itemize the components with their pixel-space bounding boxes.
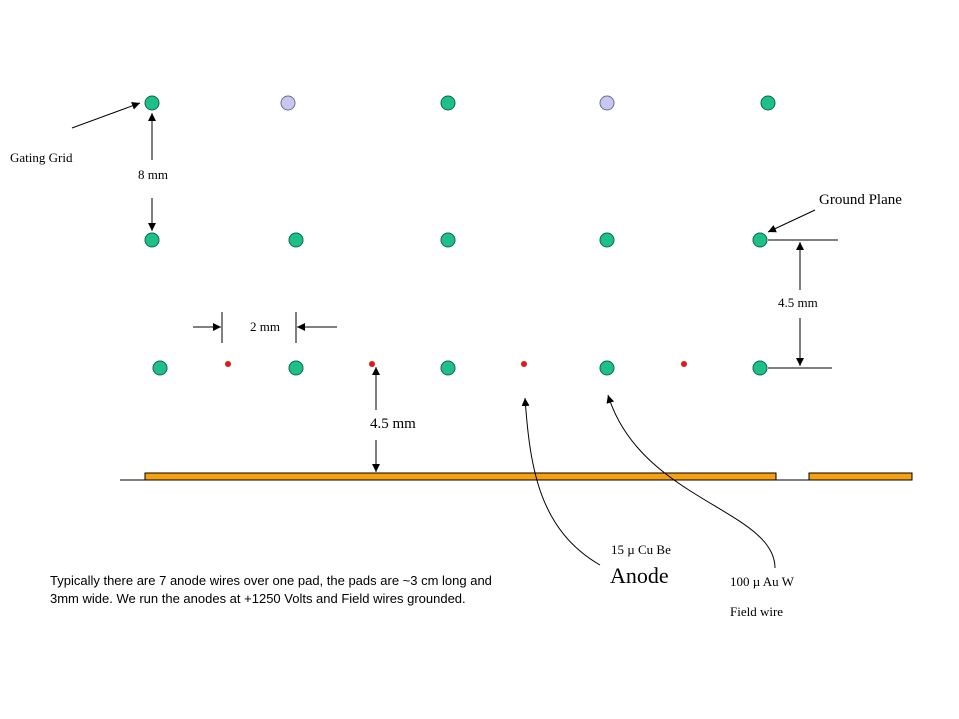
anode-wire [369, 361, 375, 367]
ground-plane-row [144, 232, 768, 248]
ground-wire [288, 232, 304, 248]
description-note: Typically there are 7 anode wires over o… [50, 572, 492, 608]
spacing-2mm-label: 2 mm [250, 319, 280, 334]
ground-wire [752, 232, 768, 248]
note-line-1: Typically there are 7 anode wires over o… [50, 573, 492, 588]
gating-wire [760, 95, 776, 111]
gating-grid-label: Gating Grid [10, 150, 73, 165]
spacing-45mm-right-label: 4.5 mm [778, 295, 818, 310]
spacing-45mm-center-label: 4.5 mm [370, 416, 416, 432]
field-wire-leader-curve [606, 394, 776, 569]
anode-field-row [152, 360, 768, 376]
anode-spec-label: 15 µ Cu Be [611, 542, 671, 557]
anode-label: Anode [610, 563, 669, 588]
field-spec-label: 100 µ Au W [730, 574, 794, 589]
ground-wire [144, 232, 160, 248]
gating-grid-arrow [71, 102, 141, 129]
field-wire [599, 360, 615, 376]
gating-grid-row [144, 95, 776, 111]
field-wire [440, 360, 456, 376]
ground-plane-arrow [767, 209, 816, 233]
gating-wire [440, 95, 456, 111]
field-wire [752, 360, 768, 376]
gating-wire-alt [599, 95, 615, 111]
ground-wire [440, 232, 456, 248]
anode-wire [681, 361, 687, 367]
gating-wire [144, 95, 160, 111]
ground-plane-label: Ground Plane [819, 192, 902, 208]
note-line-2: 3mm wide. We run the anodes at +1250 Vol… [50, 591, 466, 606]
anode-wire [225, 361, 231, 367]
pad-plane [120, 472, 913, 481]
pad [808, 472, 913, 481]
pad [144, 472, 777, 481]
gating-wire-alt [280, 95, 296, 111]
field-wire [288, 360, 304, 376]
ground-wire [599, 232, 615, 248]
spacing-8mm-label: 8 mm [138, 167, 168, 182]
field-wire [152, 360, 168, 376]
field-wire-label: Field wire [730, 604, 784, 619]
anode-wire [521, 361, 527, 367]
anode-leader-curve [521, 397, 601, 566]
